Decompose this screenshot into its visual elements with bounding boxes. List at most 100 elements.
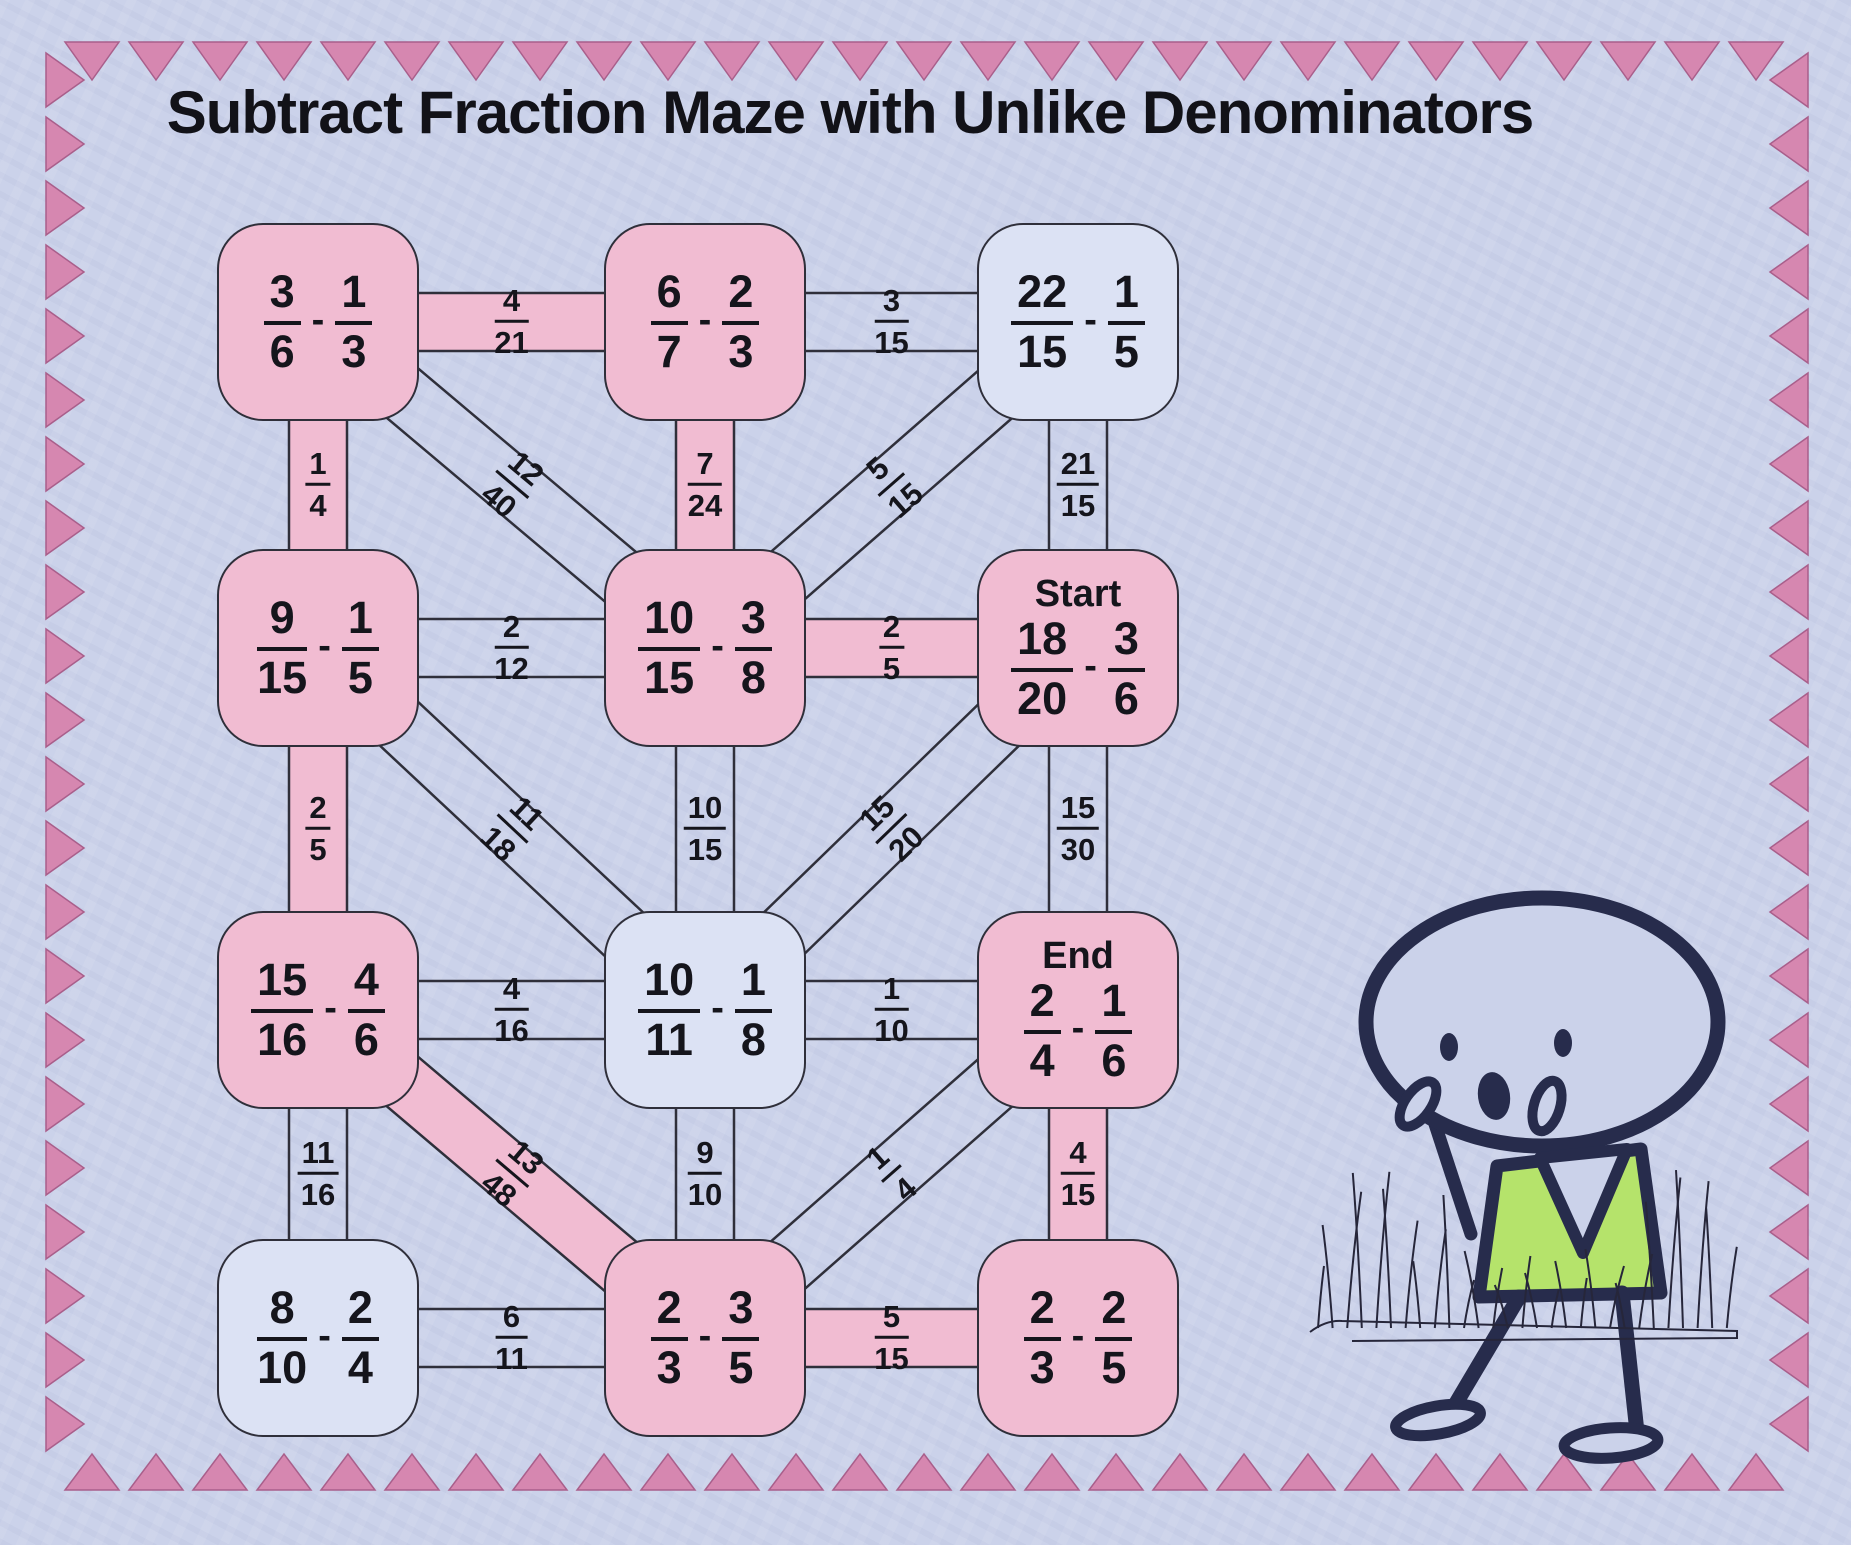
subtrahend-fraction: 1 8	[734, 956, 772, 1064]
figure-head	[1358, 890, 1726, 1154]
border-triangle	[45, 819, 86, 877]
grass-blade	[1554, 1260, 1568, 1329]
maze-node-n31[interactable]: 15 16 - 4 6	[217, 911, 419, 1109]
minuend-fraction: 15 16	[251, 956, 314, 1064]
maze-node-n11[interactable]: 3 6 - 1 3	[217, 223, 419, 421]
grass-blade	[1321, 1224, 1334, 1329]
grass-blade	[1725, 1246, 1738, 1329]
border-triangle	[45, 1203, 86, 1261]
figure-left-hand	[1394, 1076, 1442, 1132]
subtrahend-fraction: 1 3	[335, 268, 373, 376]
border-triangle	[191, 41, 249, 82]
border-triangle	[1768, 499, 1809, 557]
border-triangle	[45, 1267, 86, 1325]
border-triangle	[895, 1452, 953, 1491]
border-triangle	[959, 41, 1017, 82]
border-triangle	[1663, 1452, 1721, 1491]
border-triangle	[1279, 41, 1337, 82]
minuend-fraction: 3 6	[263, 268, 301, 376]
border-triangle	[703, 41, 761, 82]
page-title: Subtract Fraction Maze with Unlike Denom…	[166, 79, 1535, 146]
minuend-fraction: 10 15	[638, 594, 701, 702]
border-triangle	[639, 1452, 697, 1491]
minus-sign: -	[698, 298, 712, 341]
border-triangle	[63, 1452, 121, 1491]
border-triangle	[45, 499, 86, 557]
subtrahend-fraction: 2 4	[341, 1284, 379, 1392]
minus-sign: -	[1084, 298, 1097, 341]
edge-answer-label: 2 12	[494, 608, 529, 686]
border-triangle	[1768, 371, 1809, 429]
border-triangle	[767, 41, 825, 82]
surprised-stick-figure-icon	[1358, 890, 1726, 1464]
border-triangle	[1768, 51, 1809, 109]
maze-node-n12[interactable]: 6 7 - 2 3	[604, 223, 806, 421]
edge-answer-label: 3 15	[874, 282, 909, 360]
maze-node-n22[interactable]: 10 15 - 3 8	[604, 549, 806, 747]
grass-blade	[1404, 1220, 1419, 1329]
border-triangle	[1599, 41, 1657, 82]
grass-blade	[1317, 1265, 1325, 1329]
fraction-expression: 2 4 - 1 6	[1023, 977, 1133, 1085]
border-triangle	[45, 1395, 86, 1453]
border-triangle	[45, 51, 86, 109]
subtrahend-fraction: 1 5	[341, 594, 379, 702]
grass-blade	[1433, 1229, 1447, 1329]
figure-left-arm	[1426, 1111, 1478, 1241]
grass-blade	[1346, 1191, 1363, 1329]
border-triangle	[1768, 1203, 1809, 1261]
minuend-fraction: 22 15	[1011, 268, 1074, 376]
fraction-expression: 2 3 - 2 5	[1023, 1284, 1133, 1392]
grass-blade	[1442, 1194, 1451, 1329]
border-triangle	[639, 41, 697, 82]
border-triangle	[45, 691, 86, 749]
subtrahend-fraction: 3 8	[734, 594, 772, 702]
minus-sign: -	[698, 1314, 712, 1357]
node-label: Start	[1034, 573, 1122, 616]
border-triangle	[45, 1011, 86, 1069]
maze-node-n32[interactable]: 10 11 - 1 8	[604, 911, 806, 1109]
border-triangle	[1727, 41, 1785, 82]
node-label: End	[1042, 935, 1114, 978]
subtrahend-fraction: 3 5	[722, 1284, 760, 1392]
border-triangle	[511, 1452, 569, 1491]
border-triangle	[511, 41, 569, 82]
maze-node-n41[interactable]: 8 10 - 2 4	[217, 1239, 419, 1437]
maze-node-n21[interactable]: 9 15 - 1 5	[217, 549, 419, 747]
fraction-expression: 10 15 - 3 8	[638, 594, 772, 702]
maze-node-n13[interactable]: 22 15 - 1 5	[977, 223, 1179, 421]
minuend-fraction: 2 4	[1023, 977, 1061, 1085]
minus-sign: -	[311, 298, 325, 341]
border-triangle	[1727, 1452, 1785, 1491]
border-triangle	[45, 883, 86, 941]
grass-blade	[1584, 1248, 1597, 1329]
maze-node-n43[interactable]: 2 3 - 2 5	[977, 1239, 1179, 1437]
minuend-fraction: 8 10	[257, 1282, 308, 1393]
border-triangle	[447, 41, 505, 82]
minuend-fraction: 18 20	[1011, 615, 1074, 723]
border-triangle	[1768, 179, 1809, 237]
figure-left-foot	[1390, 1398, 1486, 1442]
border-triangle	[1087, 41, 1145, 82]
border-triangle	[1471, 1452, 1529, 1491]
border-triangle	[1663, 41, 1721, 82]
grass-blade	[1696, 1181, 1710, 1329]
border-triangle	[1768, 691, 1809, 749]
maze-node-n23[interactable]: Start 18 20 - 3 6	[977, 549, 1179, 747]
grass-blade	[1521, 1255, 1532, 1329]
border-triangle	[1768, 307, 1809, 365]
fraction-expression: 15 16 - 4 6	[251, 956, 385, 1064]
border-triangle	[1768, 1075, 1809, 1133]
maze-node-n42[interactable]: 2 3 - 3 5	[604, 1239, 806, 1437]
fraction-expression: 10 11 - 1 8	[638, 956, 772, 1064]
edge-answer-label: 6 11	[495, 1298, 528, 1376]
minuend-fraction: 9 15	[257, 592, 308, 703]
border-triangle	[1768, 819, 1809, 877]
fraction-expression: 8 10 - 2 4	[257, 1284, 379, 1392]
border-triangle	[1151, 1452, 1209, 1491]
figure-vneck	[1534, 1143, 1633, 1259]
border-triangle	[1768, 1011, 1809, 1069]
maze-node-n33[interactable]: End 2 4 - 1 6	[977, 911, 1179, 1109]
subtrahend-fraction: 2 5	[1095, 1284, 1133, 1392]
border-triangle	[45, 435, 86, 493]
